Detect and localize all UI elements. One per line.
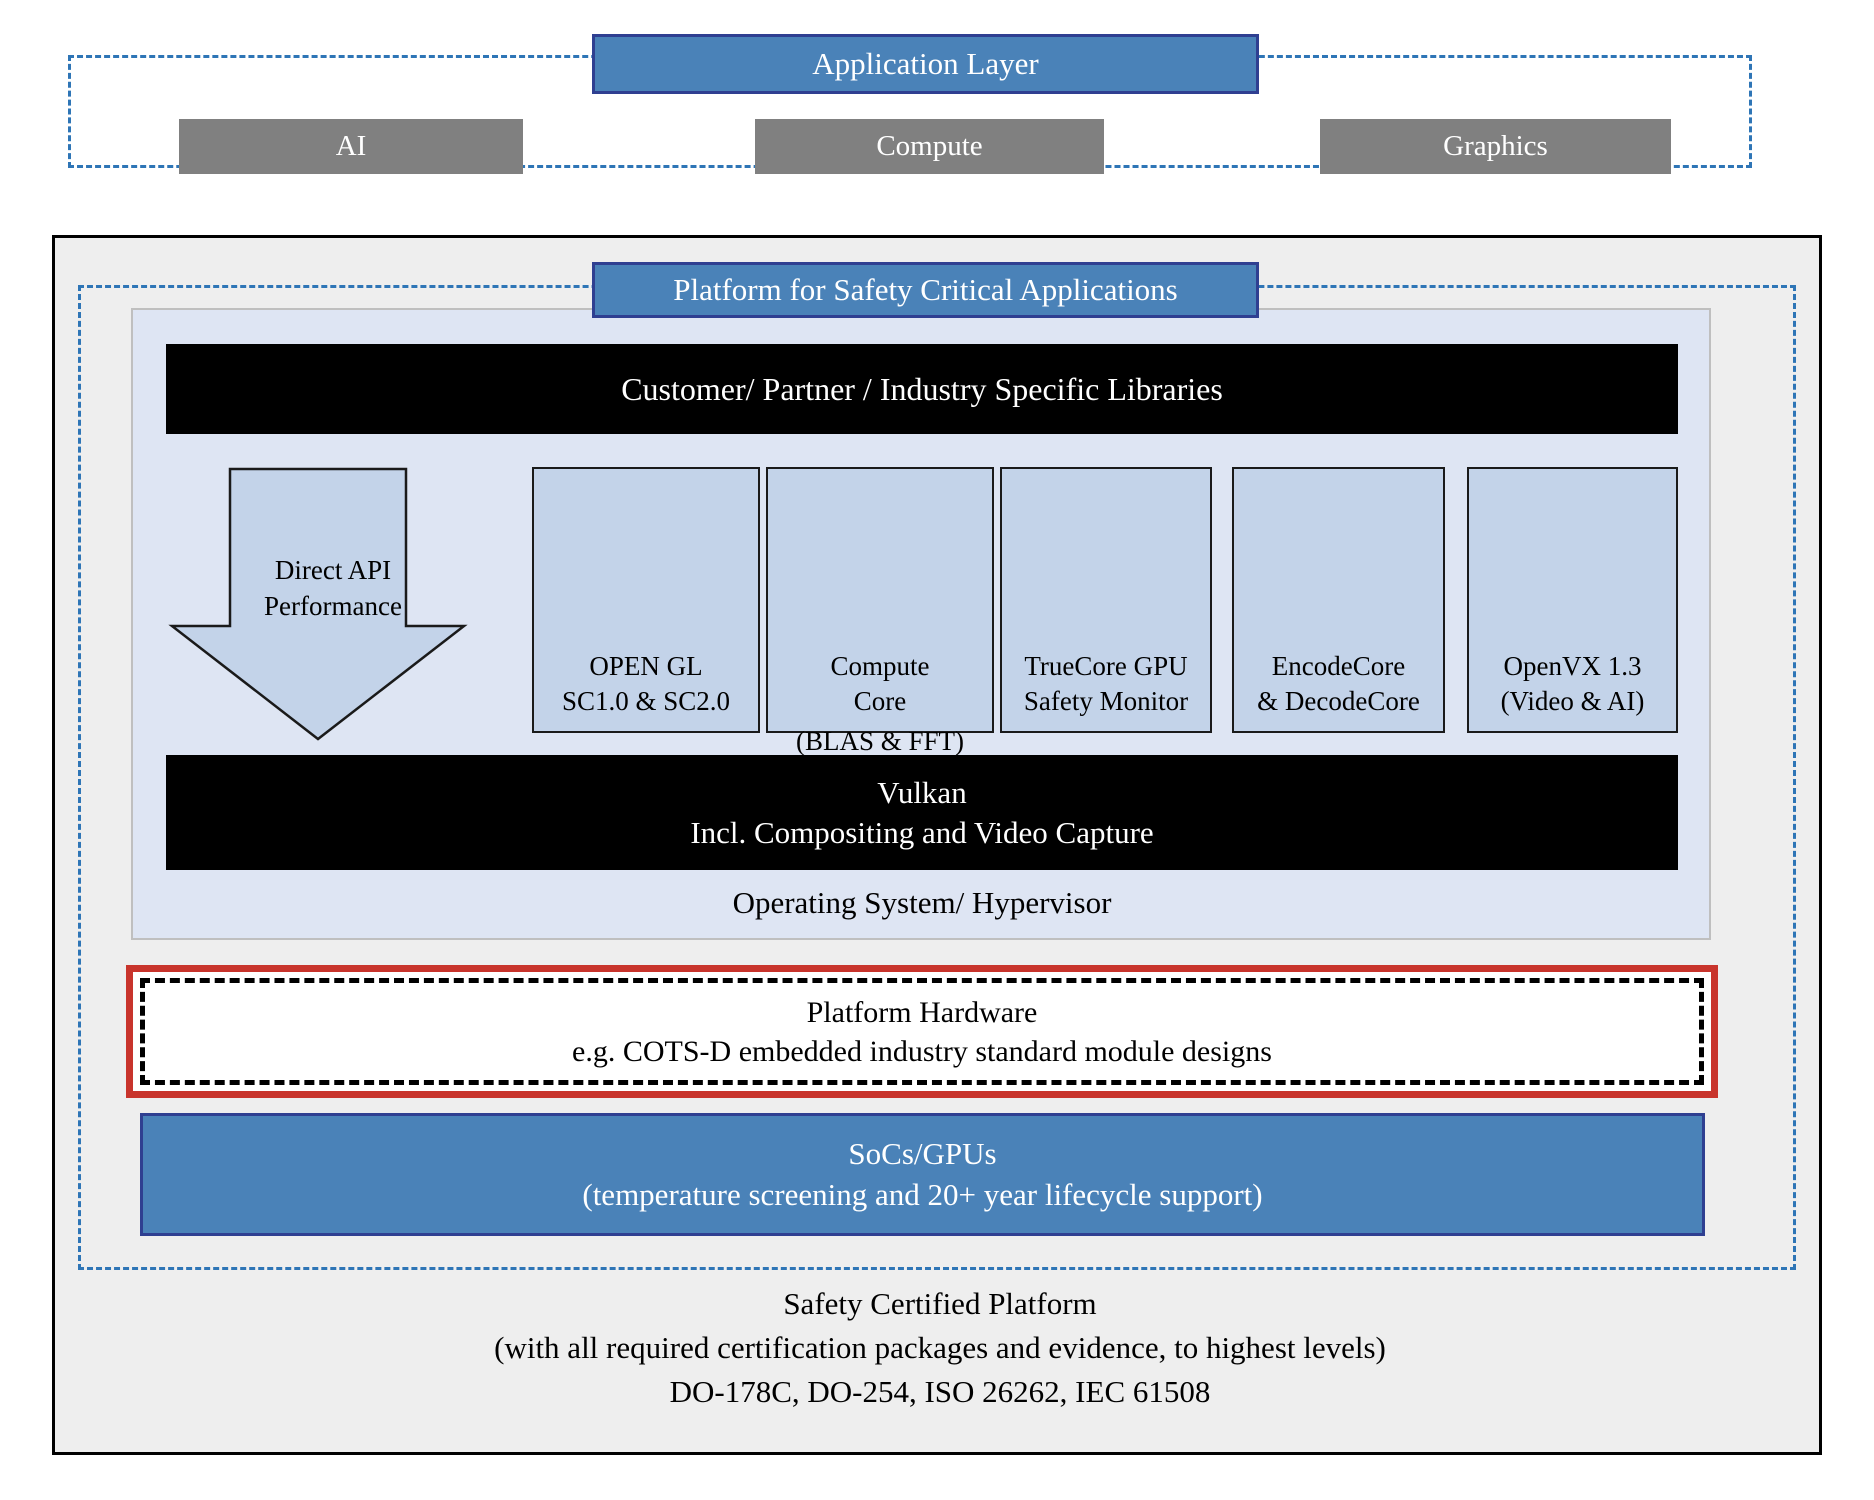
module-compute-core[interactable]: Compute Core (BLAS & FFT)	[766, 467, 994, 756]
platform-hardware-box: Platform Hardware e.g. COTS-D embedded i…	[140, 978, 1704, 1085]
socs-gpus-box: SoCs/GPUs (temperature screening and 20+…	[140, 1113, 1705, 1236]
socs-gpus-line-1: SoCs/GPUs	[848, 1135, 997, 1171]
socs-gpus-line-2: (temperature screening and 20+ year life…	[582, 1176, 1263, 1212]
module-open-gl[interactable]: OPEN GL SC1.0 & SC2.0	[532, 467, 760, 733]
operating-system-hypervisor-label: Operating System/ Hypervisor	[732, 885, 1112, 920]
module-truecore-gpu-safety-monitor[interactable]: TrueCore GPU Safety Monitor	[1000, 467, 1212, 733]
direct-api-line-2: Performance	[264, 591, 402, 622]
app-box-ai: AI	[179, 119, 523, 174]
module-encodecore-decodecore[interactable]: EncodeCore & DecodeCore	[1232, 467, 1445, 733]
module-truecore-line-1: TrueCore GPU	[1024, 650, 1188, 681]
certification-line-2: (with all required certification package…	[494, 1330, 1386, 1366]
direct-api-arrow	[168, 467, 498, 744]
module-encode-line-1: EncodeCore	[1271, 650, 1406, 681]
module-openvx-line-2: (Video & AI)	[1500, 685, 1645, 716]
platform-hardware-line-2: e.g. COTS-D embedded industry standard m…	[572, 1034, 1272, 1068]
safety-certified-platform-text: Safety Certified Platform (with all requ…	[150, 1282, 1730, 1414]
vulkan-line-2: Incl. Compositing and Video Capture	[690, 814, 1154, 850]
module-open-gl-line-2: SC1.0 & SC2.0	[561, 685, 731, 716]
customer-partner-libraries-bar: Customer/ Partner / Industry Specific Li…	[166, 344, 1678, 434]
platform-title: Platform for Safety Critical Application…	[592, 262, 1259, 318]
application-layer-title: Application Layer	[592, 34, 1259, 94]
module-compute-core-line-2: Core	[853, 685, 907, 716]
vulkan-line-1: Vulkan	[877, 774, 967, 810]
module-compute-core-line-3: (BLAS & FFT)	[795, 725, 965, 756]
app-box-compute: Compute	[755, 119, 1104, 174]
module-compute-core-line-1: Compute	[830, 650, 930, 681]
direct-api-arrow-label: Direct API Performance	[208, 552, 458, 625]
vulkan-bar: Vulkan Incl. Compositing and Video Captu…	[166, 755, 1678, 870]
module-openvx[interactable]: OpenVX 1.3 (Video & AI)	[1467, 467, 1678, 733]
certification-line-1: Safety Certified Platform	[783, 1286, 1097, 1321]
platform-hardware-line-1: Platform Hardware	[806, 995, 1038, 1029]
direct-api-line-1: Direct API	[274, 555, 392, 585]
module-truecore-line-2: Safety Monitor	[1023, 685, 1189, 716]
module-encode-line-2: & DecodeCore	[1257, 685, 1420, 716]
app-box-graphics: Graphics	[1320, 119, 1671, 174]
certification-line-3: DO-178C, DO-254, ISO 26262, IEC 61508	[669, 1374, 1211, 1410]
module-openvx-line-1: OpenVX 1.3	[1503, 650, 1642, 681]
module-open-gl-line-1: OPEN GL	[589, 650, 703, 681]
libraries-bar-label: Customer/ Partner / Industry Specific Li…	[621, 370, 1223, 407]
